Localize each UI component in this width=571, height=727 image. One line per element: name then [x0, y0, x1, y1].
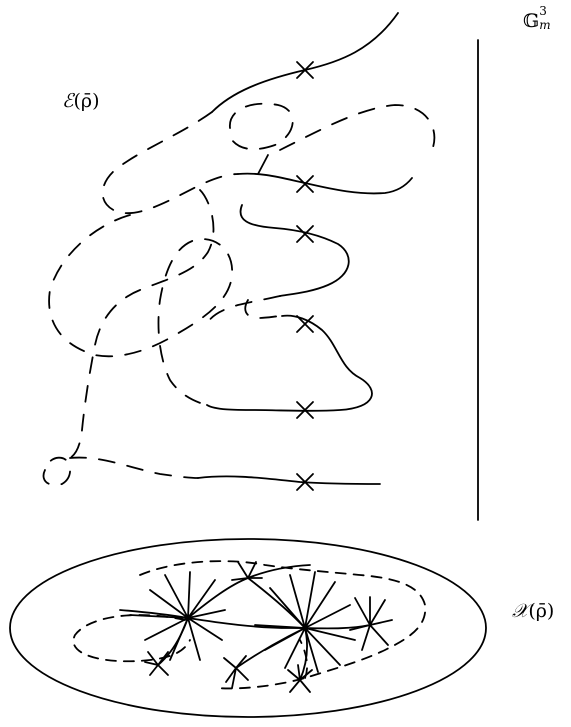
loop-upper-right	[229, 102, 436, 151]
strand-crosses	[296, 61, 314, 491]
label-e-argument: (ρ̄)	[73, 90, 100, 112]
curve-strand-4	[206, 314, 373, 412]
label-g-symbol: 𝔾	[523, 10, 540, 32]
curve-top-solid	[211, 12, 399, 113]
curve-strand-2	[237, 172, 413, 195]
node-burst-center	[254, 571, 356, 673]
dashed-web-bottom	[42, 456, 199, 486]
curve-strand-bottom-solid	[197, 475, 381, 485]
curve-strand-3	[239, 204, 350, 297]
dashed-web-left	[48, 214, 233, 406]
ellipse-solid-curves	[119, 564, 371, 681]
node-burst-bottom-mid	[223, 655, 249, 689]
label-x-rho: 𝒳(ρ̄)	[512, 600, 554, 622]
node-burst-top	[231, 561, 263, 581]
strand-2-tick	[257, 154, 269, 175]
label-e-rho: ℰ(ρ̄)	[62, 90, 100, 112]
dashed-web-mid	[69, 189, 215, 459]
label-g-subscript: m	[539, 18, 551, 32]
node-burst-left	[129, 571, 226, 661]
label-x-symbol: 𝒳	[512, 600, 529, 622]
label-e-symbol: ℰ	[62, 90, 74, 112]
label-x-argument: (ρ̄)	[528, 600, 555, 622]
curve-top-dashed	[101, 111, 239, 215]
label-g-superscript: 3	[539, 4, 547, 18]
node-burst-bottom-right	[287, 664, 313, 693]
dashed-web-tail	[207, 295, 283, 323]
base-ellipse	[9, 538, 487, 718]
node-burst-right	[349, 596, 393, 651]
node-burst-bottom-left	[144, 651, 169, 676]
